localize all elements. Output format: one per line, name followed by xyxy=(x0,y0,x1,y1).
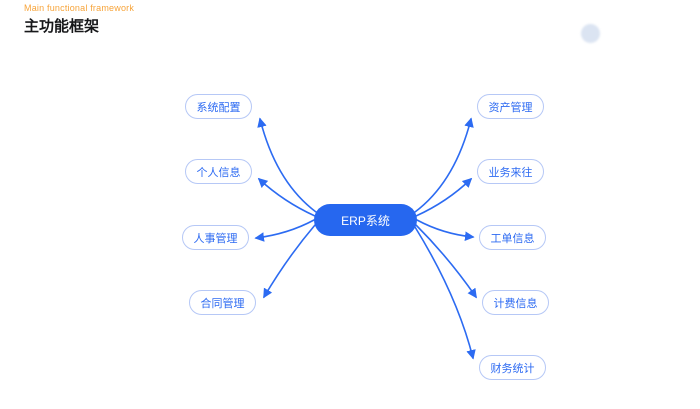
node-system-config[interactable]: 系统配置 xyxy=(185,94,252,119)
node-financial-statistics[interactable]: 财务统计 xyxy=(479,355,546,380)
node-business-dealings[interactable]: 业务来往 xyxy=(477,159,544,184)
node-work-order-info[interactable]: 工单信息 xyxy=(479,225,546,250)
connector-center-to-hr-management xyxy=(254,219,315,242)
connector-center-to-personal-info xyxy=(257,177,316,217)
page-title: 主功能框架 xyxy=(24,18,100,35)
node-billing-info[interactable]: 计费信息 xyxy=(482,290,549,315)
connector-center-to-contract-management xyxy=(263,224,316,299)
page-subtitle-en: Main functional framework xyxy=(24,3,135,13)
node-asset-management[interactable]: 资产管理 xyxy=(477,94,544,119)
node-hr-management[interactable]: 人事管理 xyxy=(182,225,249,250)
node-contract-management[interactable]: 合同管理 xyxy=(189,290,256,315)
connector-center-to-work-order-info xyxy=(416,219,475,241)
node-personal-info[interactable]: 个人信息 xyxy=(185,159,252,184)
node-erp-system[interactable]: ERP系统 xyxy=(314,204,417,236)
connector-center-to-asset-management xyxy=(414,117,474,213)
decorative-circle xyxy=(581,24,600,43)
connector-center-to-financial-statistics xyxy=(414,226,476,360)
connector-center-to-business-dealings xyxy=(415,177,473,217)
connector-lines xyxy=(254,117,477,360)
connector-center-to-system-config xyxy=(257,117,317,213)
connector-center-to-billing-info xyxy=(415,224,477,299)
